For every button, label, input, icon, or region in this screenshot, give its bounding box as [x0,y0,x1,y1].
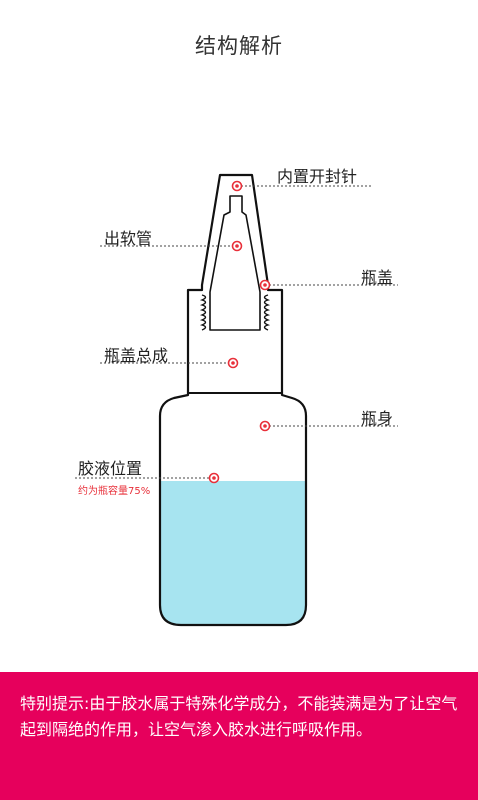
page-title: 结构解析 [195,34,283,58]
label-glue-position: 胶液位置 [78,459,143,478]
marker-tube [231,240,243,252]
notice-banner: 特别提示:由于胶水属于特殊化学成分，不能装满是为了让空气起到隔绝的作用，让空气渗… [0,672,478,800]
label-body: 瓶身 [361,409,394,428]
marker-cap-assembly [227,357,239,369]
marker-cap [259,279,271,291]
markers [208,180,271,484]
glue-liquid [160,481,306,625]
thread-right [263,294,271,331]
label-tube: 出软管 [104,229,153,248]
marker-body [259,420,271,432]
marker-glue [208,472,220,484]
label-cap: 瓶盖 [361,268,394,287]
inner-needle [209,195,261,331]
bottle-outline [158,173,308,627]
marker-needle [231,180,243,192]
label-glue-note: 约为瓶容量75% [78,486,151,497]
label-needle: 内置开封针 [277,167,358,186]
thread-left [199,294,207,331]
label-cap-assembly: 瓶盖总成 [104,346,169,365]
notice-text: 特别提示:由于胶水属于特殊化学成分，不能装满是为了让空气起到隔绝的作用，让空气渗… [20,694,458,739]
